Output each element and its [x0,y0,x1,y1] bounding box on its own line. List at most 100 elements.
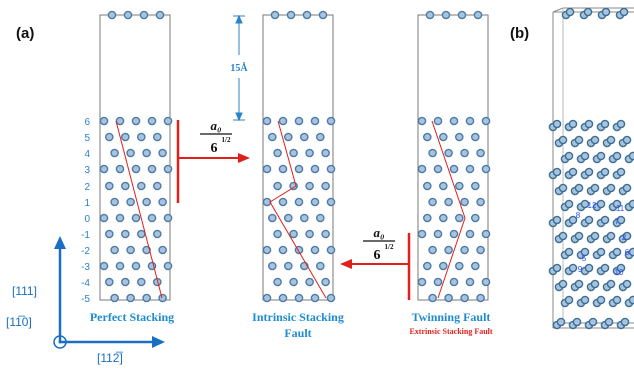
twinning-guide-line [431,120,466,299]
atom [465,116,475,126]
atom [273,148,282,158]
atom [115,116,125,126]
coordinate-axes [53,236,165,349]
atom [305,277,314,287]
atom [460,245,469,255]
atom [596,263,610,276]
atom [612,215,626,228]
atom [444,197,453,207]
atom [305,148,314,158]
fraction-1-numerator: a₀ [210,118,221,133]
atom [99,213,109,223]
caption-extrinsic-fault: Extrinsic Stacking Fault [409,327,492,336]
atom [580,119,594,132]
atom [438,213,448,223]
atom [310,245,320,255]
layer-index: 2 [84,182,90,193]
atom [283,213,293,223]
atom [576,247,590,260]
atom [586,135,600,148]
caption-perfect-stacking: Perfect Stacking [90,310,174,324]
atom [152,229,162,239]
layer-index: -3 [81,262,90,273]
atom [278,293,288,303]
atom [158,293,167,303]
atom [326,293,336,303]
atom [294,293,304,303]
atom [273,277,282,287]
atom [136,229,146,239]
atom [110,148,119,158]
atom [310,293,320,303]
atom [321,229,330,239]
atom [163,116,173,126]
atom [560,295,574,308]
atom [624,151,634,164]
atom [624,247,634,260]
atom [612,167,626,180]
atom [580,215,594,228]
atom [273,181,282,191]
atom [580,167,594,180]
atom [616,317,630,330]
atom [163,213,173,223]
atom [158,148,167,158]
atom [289,148,298,158]
atom [576,151,590,164]
atom [326,164,336,174]
atom [289,229,298,239]
perfect-stacking-atoms [99,10,173,303]
atom [121,277,130,287]
atom [481,229,491,239]
layer-index: -1 [81,230,90,241]
atom [433,277,443,287]
atom [554,279,568,292]
surface-atom [473,10,483,20]
atom [449,116,459,126]
atom [433,116,443,126]
axis-label-11-2: [112̅] [97,351,123,365]
atom [454,261,464,271]
atom [267,132,277,142]
burgers-fraction-1: a₀ 6 1/2 [200,118,232,156]
atom [142,197,151,207]
atom [428,293,437,303]
atom [470,261,480,271]
intrinsic-fault-box [262,14,334,301]
atom [163,164,173,174]
atom-number-label: 5 [582,254,587,263]
atom [600,317,614,330]
atom [602,279,616,292]
surface-atom [123,10,133,20]
atom [105,277,114,287]
atom [552,317,566,330]
atom [454,181,464,191]
atom [315,132,325,142]
layer-index: 4 [84,149,90,160]
atom [570,183,584,196]
atom [564,167,578,180]
twinning-fault-box [417,14,489,301]
atom-number-label: 9 [578,265,583,274]
atom [278,116,288,126]
atom [481,277,491,287]
layer-index: -2 [81,246,90,257]
atom [449,229,459,239]
atom [476,293,485,303]
atom [481,164,491,174]
atom [417,116,427,126]
atom [481,116,491,126]
atom [142,293,151,303]
atom [142,148,151,158]
surface-atom [457,10,467,20]
panel-label-a: (a) [16,25,34,42]
atom [121,181,130,191]
atom [596,215,610,228]
atom [294,164,304,174]
atom [596,119,610,132]
atom [618,135,632,148]
atom [273,229,282,239]
atom [624,295,634,308]
surface-atom [302,10,312,20]
